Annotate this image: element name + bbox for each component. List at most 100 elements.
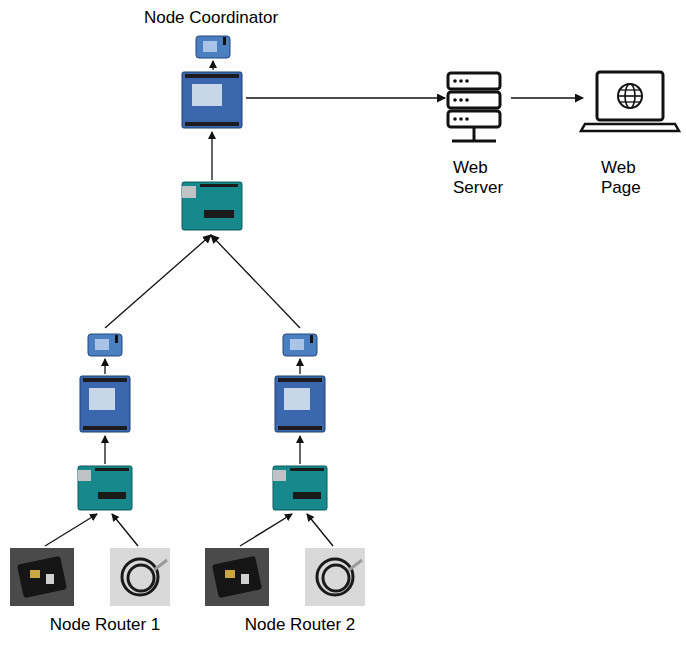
probe-cable (128, 565, 154, 591)
xbee-chip (290, 339, 304, 350)
internal-arrow (104, 359, 105, 374)
xbee-antenna (310, 335, 313, 343)
node-label: Node Router 2 (245, 615, 356, 635)
probe-photo (110, 548, 170, 606)
usb-port (78, 470, 91, 481)
shield-header (185, 74, 239, 78)
server-light (465, 79, 469, 83)
shield-header (83, 426, 127, 430)
board-header (95, 468, 129, 471)
server-light (453, 98, 457, 102)
node-label: Web Page (601, 158, 679, 198)
xbee-module (88, 334, 122, 356)
router-stack (10, 334, 170, 606)
sensor-photo (205, 548, 269, 606)
sensor-part (30, 570, 40, 578)
server-node: Web Server (445, 70, 511, 214)
shield-header (83, 378, 127, 382)
node-label: Node Coordinator (144, 8, 278, 28)
sensor-part (46, 574, 54, 584)
arrow-connector (511, 97, 583, 98)
server-light (465, 117, 469, 121)
usb-port (273, 470, 286, 481)
shield-header (278, 426, 322, 430)
node-label: Node Router 1 (50, 615, 161, 635)
shield-part (192, 84, 222, 106)
internal-arrow (299, 436, 300, 464)
wireless-shield (275, 376, 325, 432)
coordinator-node: Node Coordinator (176, 30, 246, 235)
shield-header (278, 378, 322, 382)
server-icon (448, 73, 500, 141)
router-node: Node Router 2 (203, 328, 397, 607)
server-light (453, 79, 457, 83)
probe-cable (122, 559, 158, 595)
router-node: Node Router 1 (8, 328, 202, 607)
probe-tip (154, 560, 167, 570)
internal-arrow (212, 61, 213, 70)
server-light (459, 98, 463, 102)
shield-header (185, 122, 239, 126)
laptop-screen (597, 72, 663, 120)
shield-part (89, 388, 115, 410)
arduino-board (182, 182, 242, 230)
mcu-chip (98, 492, 126, 499)
server-unit (448, 73, 500, 89)
coordinator-stack (182, 36, 242, 230)
internal-arrow (104, 436, 105, 464)
laptop-icon (581, 72, 679, 131)
internal-arrow (112, 514, 138, 546)
internal-arrow (299, 359, 300, 374)
sensor-board (212, 556, 262, 598)
sensor-part (225, 570, 235, 578)
shield-part (284, 388, 310, 410)
node-label: Web Server (453, 158, 509, 198)
arduino-board (78, 466, 132, 510)
xbee-chip (203, 41, 217, 52)
sensor-board (17, 556, 67, 598)
arrow-connector (105, 235, 211, 328)
laptop-base (581, 124, 679, 131)
globe (618, 84, 642, 108)
server-light (453, 117, 457, 121)
globe-latitude (620, 101, 640, 102)
arrow-connector (246, 97, 445, 98)
internal-arrow (307, 514, 333, 546)
probe-tip (349, 560, 362, 570)
xbee-antenna (223, 37, 226, 45)
server-stand (473, 128, 476, 140)
xbee-antenna (115, 335, 118, 343)
web-page-node: Web Page (583, 70, 681, 204)
board-header (200, 184, 238, 187)
server-light (465, 98, 469, 102)
xbee-module (283, 334, 317, 356)
arduino-board (273, 466, 327, 510)
xbee-module (196, 36, 230, 58)
sensor-part (241, 574, 249, 584)
probe-cable (323, 565, 349, 591)
wireless-shield (182, 72, 242, 128)
mcu-chip (204, 210, 234, 218)
probe-photo (305, 548, 365, 606)
router-stack (205, 334, 365, 606)
xbee-chip (95, 339, 109, 350)
mcu-chip (293, 492, 321, 499)
internal-arrow (45, 514, 97, 546)
board-header (290, 468, 324, 471)
wireless-shield (80, 376, 130, 432)
usb-port (182, 186, 196, 198)
sensor-photo (10, 548, 74, 606)
server-light (459, 79, 463, 83)
server-light (459, 117, 463, 121)
globe-equator (618, 95, 642, 97)
globe-latitude (620, 89, 640, 90)
arrow-connector (211, 235, 300, 328)
server-base (452, 140, 496, 143)
server-lights (453, 79, 469, 121)
server-unit (448, 92, 500, 108)
internal-arrow (240, 514, 292, 546)
internal-arrow (211, 132, 212, 180)
